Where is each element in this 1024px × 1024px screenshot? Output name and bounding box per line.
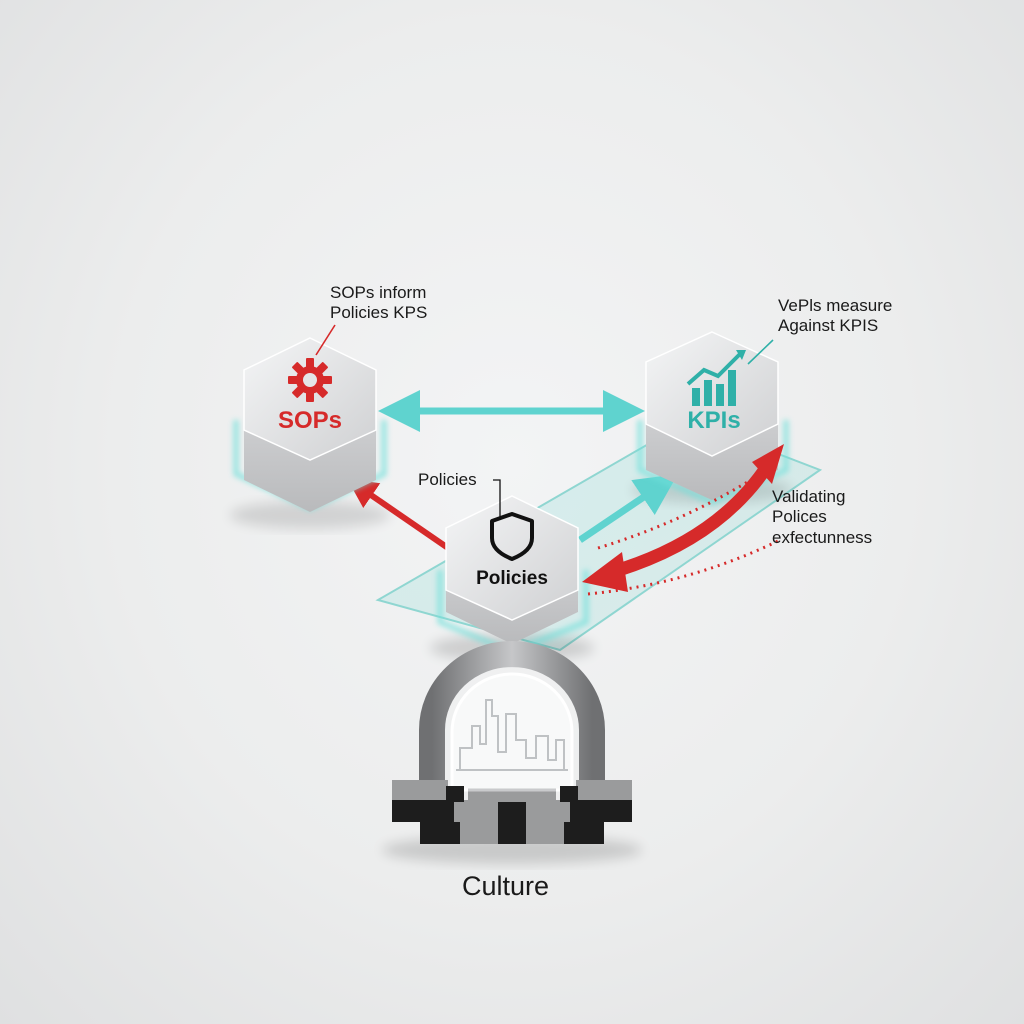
culture-arch <box>419 641 605 790</box>
culture-label: Culture <box>462 871 550 901</box>
policies-kpis-connector <box>578 474 678 543</box>
culture-block-right-step <box>564 822 604 844</box>
sops-label: SOPs <box>278 407 342 434</box>
city-skyline-arch-icon <box>456 699 568 771</box>
validating-annotation: Validating Polices exfectunness <box>772 487 873 547</box>
culture-block-left-step <box>420 822 460 844</box>
policies-sops-arrow <box>347 478 450 551</box>
validation-dotted-line-1 <box>597 466 771 550</box>
culture-block-left-inner <box>446 786 464 802</box>
culture-block-center <box>498 802 526 844</box>
sops-node: SOPs <box>233 337 387 512</box>
validation-curved-arrow <box>582 444 784 592</box>
culture-block-right-inner <box>560 786 578 802</box>
kpis-node: KPIs <box>637 331 789 505</box>
culture-foundation <box>392 641 632 844</box>
kpis-measure-annotation: VePls measure Against KPIS <box>778 296 893 336</box>
policies-label: Policies <box>476 568 548 589</box>
bar-chart-trend-icon <box>686 350 746 406</box>
sops-inform-annotation: SOPs inform Policies KPS <box>330 283 428 323</box>
kpis-glow-ring <box>637 420 789 505</box>
validation-dotted-line-2 <box>587 538 781 596</box>
policies-callout-line <box>493 479 501 520</box>
sops-shadow <box>230 501 390 529</box>
culture-block-left <box>392 800 454 822</box>
policies-callout-label: Policies <box>418 470 477 489</box>
gear-icon <box>288 358 332 402</box>
kpis-label: KPIs <box>687 407 740 434</box>
sops-callout-line <box>315 324 336 356</box>
shield-icon <box>490 512 534 561</box>
culture-block-right <box>570 800 632 822</box>
policies-node: Policies <box>437 495 589 655</box>
kpis-callout-line <box>747 339 774 365</box>
culture-inner-glow <box>450 672 574 792</box>
